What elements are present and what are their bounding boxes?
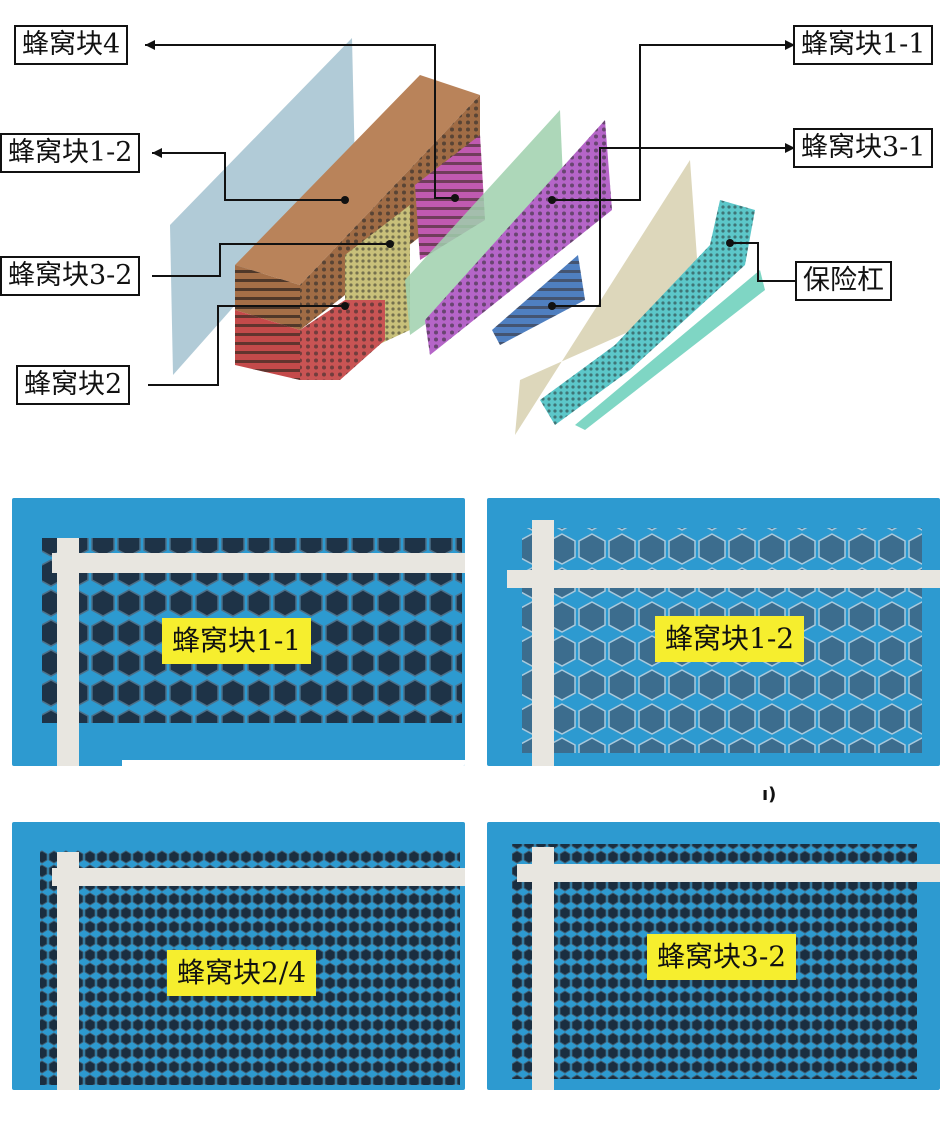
front-plate-beige [515,160,700,435]
exploded-honeycomb-diagram [145,38,795,435]
honeycomb-block-3-1 [492,255,585,345]
bumper-part [540,200,765,430]
caption-fragment: ı) [762,784,777,805]
photo-label-block-3-2: 蜂窝块3-2 [647,934,797,980]
callout-block-1-2: 蜂窝块1-2 [0,133,141,173]
honeycomb-block-2 [235,300,385,380]
back-plate-blue [170,38,355,375]
leader-dots [341,194,734,310]
arrow-heads [145,40,795,158]
photo-block-1-1: 蜂窝块1-1 [12,498,465,766]
photo-block-2-4: 蜂窝块2/4 [12,822,465,1090]
callout-block-2: 蜂窝块2 [16,365,131,405]
photo-label-block-1-1: 蜂窝块1-1 [162,618,312,664]
leader-lines [145,44,795,386]
callout-block-4: 蜂窝块4 [14,25,129,65]
honeycomb-block-1-1 [425,120,612,355]
photo-block-3-2: 蜂窝块3-2 [487,822,940,1090]
photo-label-block-2-4: 蜂窝块2/4 [167,950,317,996]
photo-block-1-2: 蜂窝块1-2 [487,498,940,766]
callout-bumper: 保险杠 [795,261,892,301]
callout-block-1-1: 蜂窝块1-1 [793,25,934,65]
callout-block-3-1: 蜂窝块3-1 [793,128,934,168]
photo-label-block-1-2: 蜂窝块1-2 [655,616,805,662]
middle-plate-green [405,110,565,335]
callout-block-3-2: 蜂窝块3-2 [0,256,141,296]
